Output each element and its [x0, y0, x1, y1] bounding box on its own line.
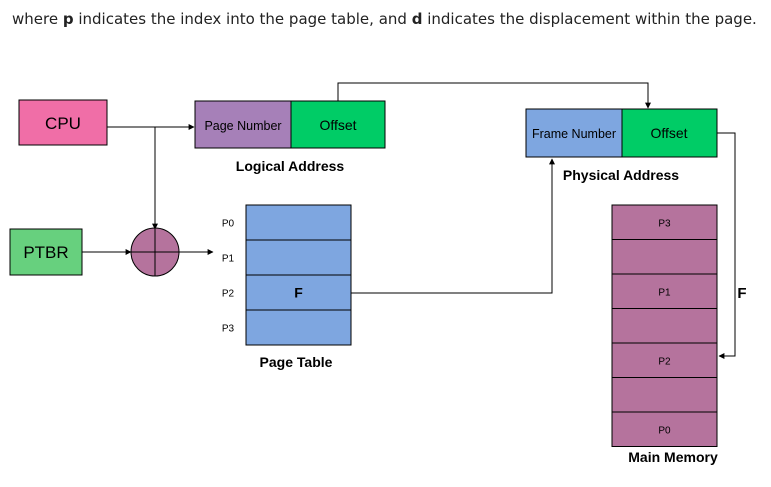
- frame-to-frame-number-arrow: [351, 158, 555, 294]
- memory-frame-label: P1: [658, 287, 671, 298]
- intro-text-2: indicates the index into the page table,…: [73, 10, 412, 28]
- memory-frame: [611, 411, 718, 447]
- logical-page-number-cell: [194, 100, 292, 149]
- offset-to-offset-arrow: [337, 82, 651, 109]
- logical-address-caption: Logical Address: [236, 158, 345, 174]
- page-table-row: [245, 274, 352, 311]
- logical-offset-cell: [290, 100, 386, 149]
- memory-frame: [611, 342, 718, 378]
- intro-text-1: where: [12, 10, 63, 28]
- page-table-index-label: P1: [222, 254, 235, 265]
- page-table-caption: Page Table: [260, 354, 333, 370]
- page-table-row: [245, 309, 352, 346]
- ptbr-label: PTBR: [23, 243, 68, 262]
- physical-offset-label: Offset: [650, 125, 687, 141]
- logical-page-number-label: Page Number: [204, 119, 281, 133]
- intro-text-3: indicates the displacement within the pa…: [422, 10, 757, 28]
- connectors: [82, 82, 736, 359]
- page-table-index-label: P3: [222, 324, 235, 335]
- memory-frame-label: P2: [658, 356, 671, 367]
- page-table-row: [245, 204, 352, 241]
- physical-address-to-memory-arrow: [717, 132, 736, 359]
- ptbr-box: [9, 228, 83, 276]
- page-table-index-label: P0: [222, 219, 235, 230]
- memory-frame-label: P0: [658, 425, 671, 436]
- page-table-row: [245, 239, 352, 276]
- memory-frame-label: P3: [658, 218, 671, 229]
- intro-d: d: [411, 10, 423, 28]
- memory-frame: [611, 239, 718, 275]
- physical-address-caption: Physical Address: [563, 167, 679, 183]
- cpu-label: CPU: [45, 114, 81, 133]
- page-table-entry: F: [294, 285, 303, 301]
- intro-sentence: where p indicates the index into the pag…: [12, 10, 762, 28]
- page-table-index-label: P2: [222, 289, 235, 300]
- main-memory-caption: Main Memory: [628, 449, 718, 465]
- physical-frame-number-label: Frame Number: [532, 127, 616, 141]
- intro-p: p: [62, 10, 74, 28]
- memory-frame: [611, 308, 718, 344]
- memory-frame: [611, 377, 718, 413]
- memory-frame: [611, 273, 718, 309]
- frame-label: F: [737, 285, 746, 302]
- logical-offset-label: Offset: [319, 117, 356, 133]
- physical-frame-number-cell: [525, 108, 623, 158]
- physical-offset-cell: [621, 108, 718, 158]
- cpu-box: [18, 99, 108, 146]
